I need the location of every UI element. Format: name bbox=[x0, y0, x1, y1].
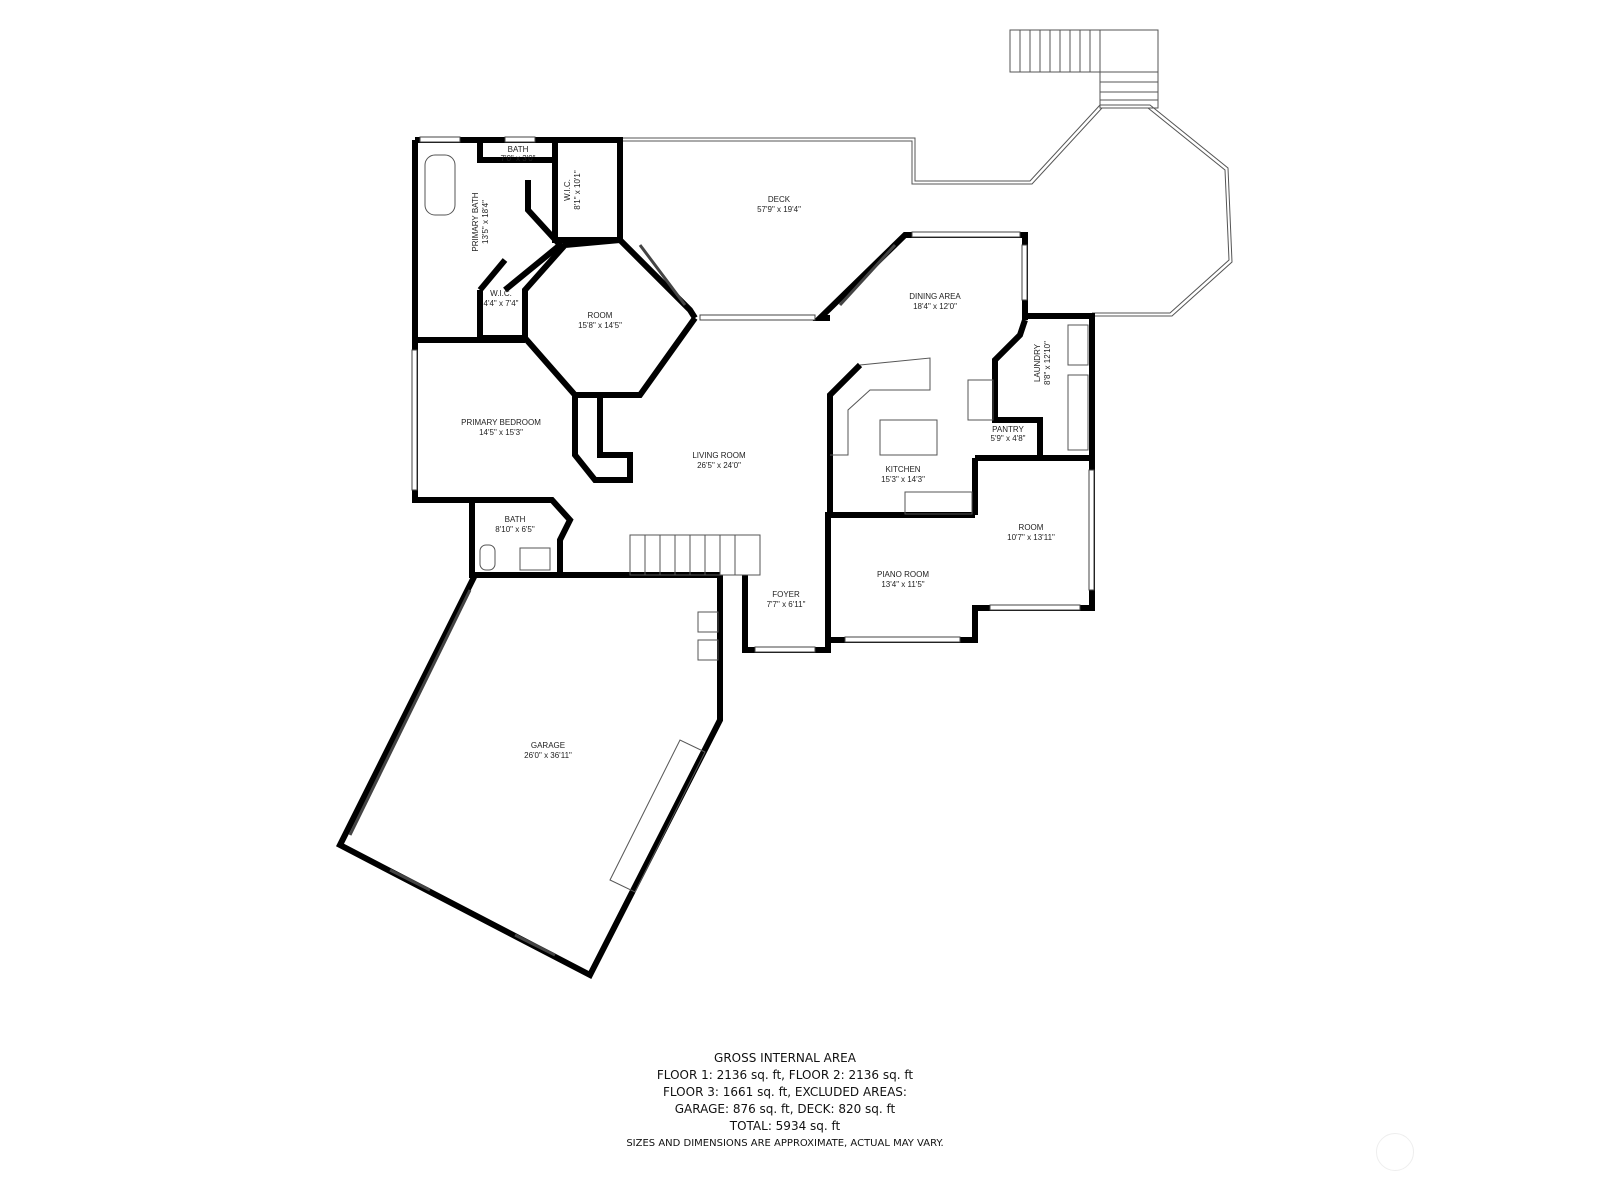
room-primary-bedroom-name: PRIMARY BEDROOM bbox=[461, 418, 541, 427]
room-deck-name: DECK bbox=[768, 195, 791, 204]
room-dining-name: DINING AREA bbox=[909, 292, 961, 301]
summary-line-2: FLOOR 3: 1661 sq. ft, EXCLUDED AREAS: bbox=[663, 1085, 907, 1099]
room-wic-small-name: W.I.C. bbox=[490, 289, 512, 298]
room-room-oct-name: ROOM bbox=[588, 311, 613, 320]
room-pantry-size: 5'9" x 4'8" bbox=[991, 434, 1026, 443]
room-laundry-size: 8'8" x 12'10" bbox=[1043, 341, 1052, 385]
room-bath-lower-name: BATH bbox=[505, 515, 526, 524]
circle-logo-icon bbox=[1376, 1133, 1414, 1171]
room-garage-name: GARAGE bbox=[531, 741, 565, 750]
room-foyer-name: FOYER bbox=[772, 590, 800, 599]
room-labels: BATH 7'0" x 3'0" W.I.C. 8'1" x 10'1" PRI… bbox=[461, 145, 1055, 760]
room-piano-size: 13'4" x 11'5" bbox=[881, 580, 924, 589]
room-room-right-name: ROOM bbox=[1019, 523, 1044, 532]
room-deck-size: 57'9" x 19'4" bbox=[757, 205, 801, 214]
fixtures bbox=[424, 154, 1089, 893]
deck-outline bbox=[620, 104, 1233, 317]
summary-line-4: TOTAL: 5934 sq. ft bbox=[729, 1119, 841, 1133]
room-bath-top-size: 7'0" x 3'0" bbox=[501, 154, 536, 163]
area-summary: GROSS INTERNAL AREA FLOOR 1: 2136 sq. ft… bbox=[0, 1050, 1570, 1152]
room-bath-top-name: BATH bbox=[508, 145, 529, 154]
room-bath-lower-size: 8'10" x 6'5" bbox=[495, 525, 535, 534]
room-primary-bath-name: PRIMARY BATH bbox=[471, 192, 480, 251]
room-wic-top-name: W.I.C. bbox=[563, 179, 572, 201]
windows bbox=[348, 136, 1095, 957]
room-room-oct-size: 15'8" x 14'5" bbox=[578, 321, 622, 330]
room-pantry-name: PANTRY bbox=[992, 425, 1024, 434]
room-living-size: 26'5" x 24'0" bbox=[697, 461, 741, 470]
room-room-right-size: 10'7" x 13'11" bbox=[1007, 533, 1055, 542]
room-wic-small-size: 4'4" x 7'4" bbox=[484, 299, 519, 308]
room-wic-top-size: 8'1" x 10'1" bbox=[573, 170, 582, 210]
summary-title: GROSS INTERNAL AREA bbox=[714, 1051, 856, 1065]
room-dining-size: 18'4" x 12'0" bbox=[913, 302, 957, 311]
room-primary-bath-size: 13'5" x 18'4" bbox=[481, 200, 490, 244]
walls bbox=[335, 137, 1095, 980]
room-laundry-name: LAUNDRY bbox=[1033, 343, 1042, 382]
summary-line-3: GARAGE: 876 sq. ft, DECK: 820 sq. ft bbox=[674, 1102, 896, 1116]
room-kitchen-name: KITCHEN bbox=[885, 465, 920, 474]
room-piano-name: PIANO ROOM bbox=[877, 570, 929, 579]
summary-note: SIZES AND DIMENSIONS ARE APPROXIMATE, AC… bbox=[626, 1138, 944, 1149]
room-kitchen-size: 15'3" x 14'3" bbox=[881, 475, 925, 484]
room-primary-bedroom-size: 14'5" x 15'3" bbox=[479, 428, 523, 437]
room-foyer-size: 7'7" x 6'11" bbox=[767, 600, 806, 609]
summary-line-1: FLOOR 1: 2136 sq. ft, FLOOR 2: 2136 sq. … bbox=[656, 1068, 914, 1082]
room-living-name: LIVING ROOM bbox=[692, 451, 746, 460]
room-garage-size: 26'0" x 36'11" bbox=[524, 751, 572, 760]
deck-stairs bbox=[1009, 29, 1159, 109]
